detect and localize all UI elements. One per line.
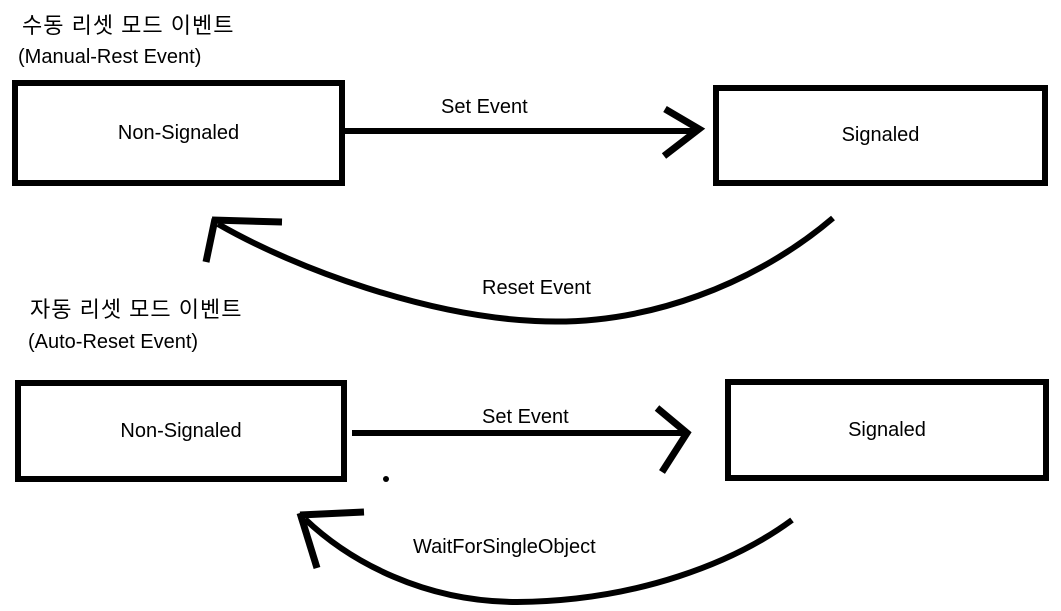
manual-section-title-english: (Manual-Rest Event) <box>18 46 202 68</box>
auto-signaled-box: Signaled <box>725 379 1049 481</box>
auto-set-event-label: Set Event <box>482 406 569 428</box>
auto-section-title-korean: 자동 리셋 모드 이벤트 <box>30 297 243 322</box>
auto-wait-label: WaitForSingleObject <box>413 536 596 558</box>
manual-signaled-label: Signaled <box>841 124 920 146</box>
manual-signaled-box: Signaled <box>713 85 1048 186</box>
auto-signaled-label: Signaled <box>848 418 926 441</box>
manual-non-signaled-label: Non-Signaled <box>117 121 240 144</box>
manual-section-title-korean: 수동 리셋 모드 이벤트 <box>22 13 235 38</box>
manual-reset-event-arrow <box>202 215 835 325</box>
auto-section-title-english: (Auto-Reset Event) <box>28 331 199 353</box>
manual-non-signaled-box: Non-Signaled <box>12 80 345 186</box>
manual-reset-event-label: Reset Event <box>482 277 591 299</box>
manual-set-event-label: Set Event <box>441 96 528 118</box>
auto-non-signaled-box: Non-Signaled <box>15 380 347 482</box>
auto-non-signaled-label: Non-Signaled <box>120 419 242 442</box>
stray-ink-dot <box>383 476 389 482</box>
